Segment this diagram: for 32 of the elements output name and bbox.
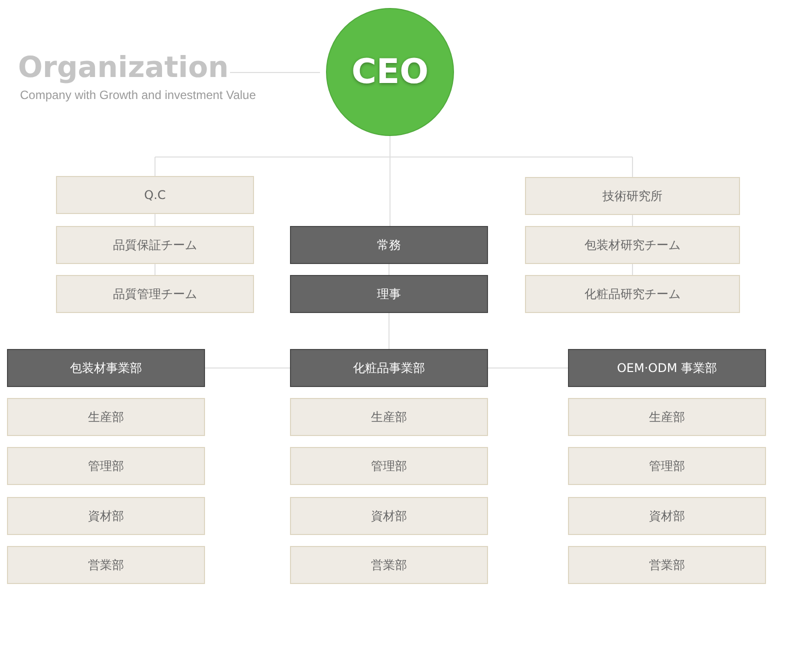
org-box: 資材部 bbox=[7, 497, 205, 535]
org-box: 営業部 bbox=[290, 546, 488, 584]
org-box: 営業部 bbox=[7, 546, 205, 584]
connector-line bbox=[388, 264, 390, 276]
org-box: 管理部 bbox=[290, 447, 488, 485]
org-box: 化粧品事業部 bbox=[290, 349, 488, 387]
circle-node: CEO bbox=[326, 8, 454, 136]
subtitle: Company with Growth and investment Value bbox=[20, 88, 256, 103]
org-box: 品質保証チーム bbox=[56, 226, 254, 264]
org-box: 包装材事業部 bbox=[7, 349, 205, 387]
org-box: OEM·ODM 事業部 bbox=[568, 349, 766, 387]
org-box: 常務 bbox=[290, 226, 488, 264]
org-box: 営業部 bbox=[568, 546, 766, 584]
connector-line bbox=[154, 264, 156, 276]
org-box: 技術研究所 bbox=[525, 177, 740, 215]
org-box: 品質管理チーム bbox=[56, 275, 254, 313]
title: Organization bbox=[18, 50, 229, 85]
connector-line bbox=[154, 214, 156, 226]
org-box: 生産部 bbox=[7, 398, 205, 436]
org-box: 管理部 bbox=[568, 447, 766, 485]
connector-line bbox=[632, 214, 633, 226]
connector-line bbox=[388, 312, 390, 350]
org-box: 生産部 bbox=[290, 398, 488, 436]
org-box: 資材部 bbox=[568, 497, 766, 535]
org-box: 生産部 bbox=[568, 398, 766, 436]
org-box: 理事 bbox=[290, 275, 488, 313]
org-box: 管理部 bbox=[7, 447, 205, 485]
org-box: 化粧品研究チーム bbox=[525, 275, 740, 313]
connector-line bbox=[632, 264, 633, 276]
org-box: 資材部 bbox=[290, 497, 488, 535]
org-box: Q.C bbox=[56, 176, 254, 214]
org-box: 包装材研究チーム bbox=[525, 226, 740, 264]
